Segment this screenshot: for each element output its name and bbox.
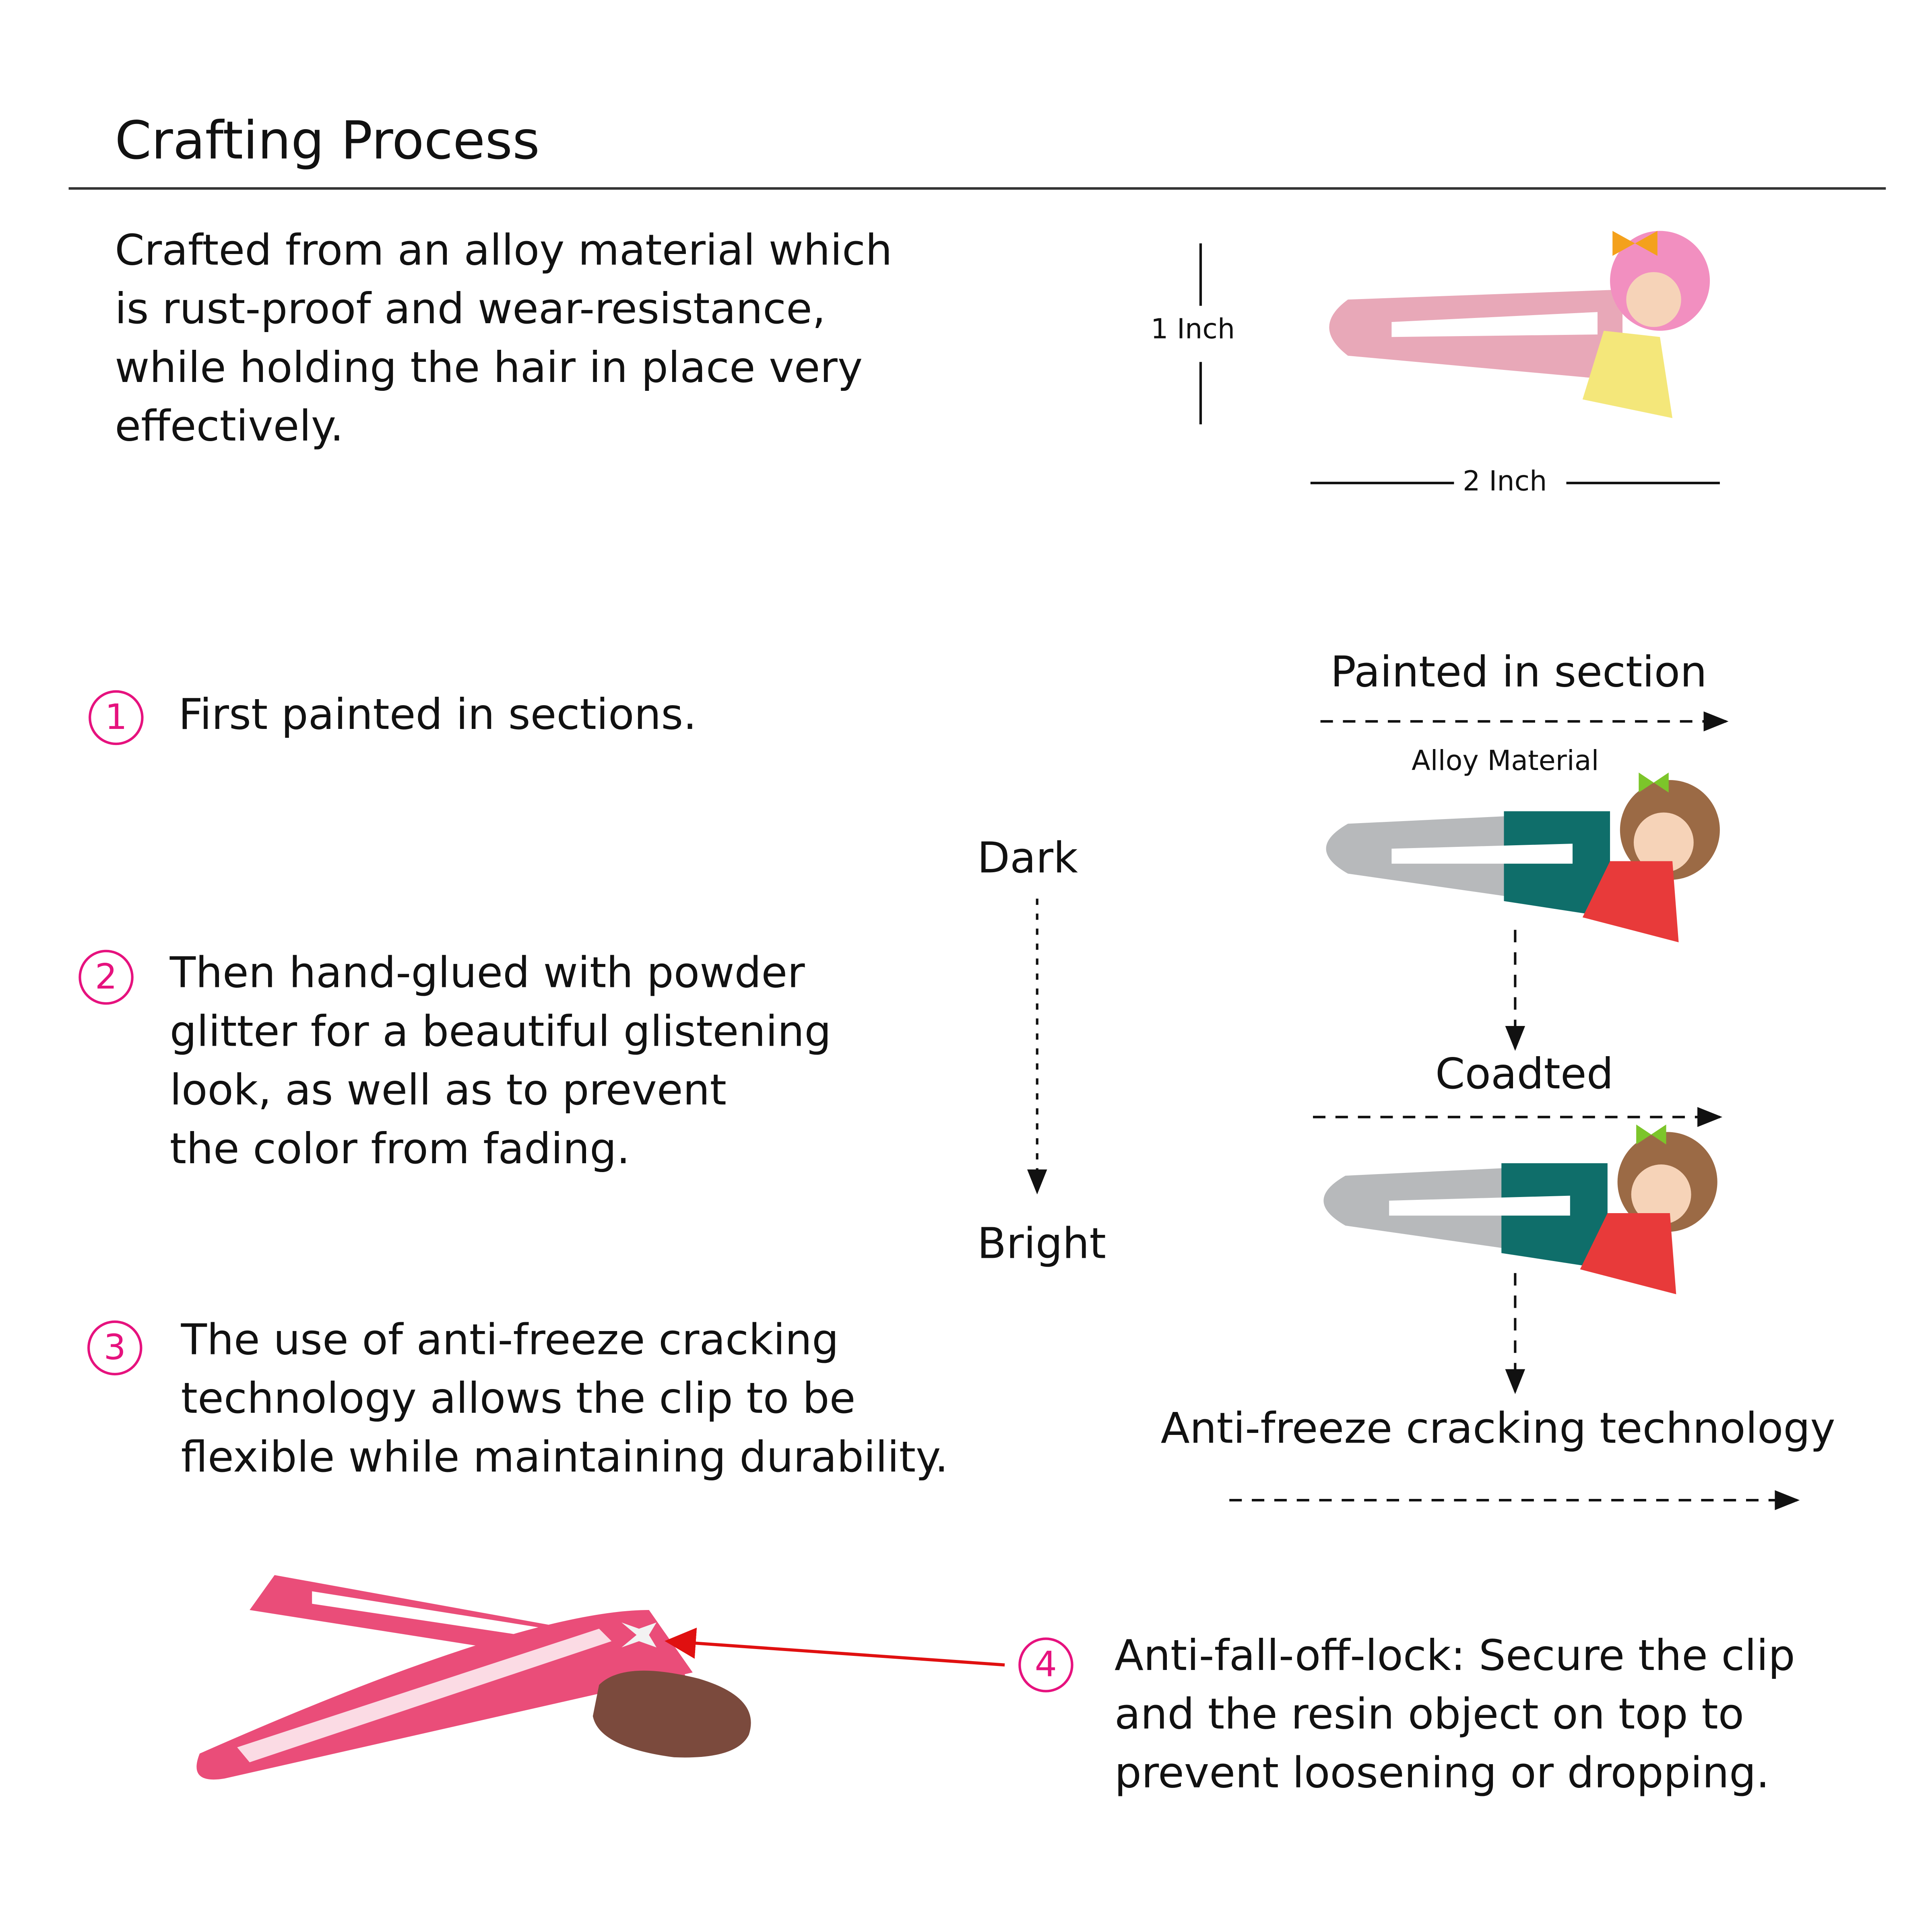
open-pink-clip-image [196, 1575, 751, 1780]
height-label: 1 Inch [1150, 314, 1235, 346]
step-line: The use of anti-freeze cracking [181, 1315, 839, 1366]
intro-line: while holding the hair in place very [115, 343, 863, 393]
teal-clip-image-2 [1323, 1124, 1717, 1294]
step-2-text: Then hand-glued with powder glitter for … [170, 945, 832, 1179]
dark-label: Dark [977, 834, 1078, 884]
step-line: glitter for a beautiful glistening [169, 1007, 832, 1057]
step-number-badge: 4 [1018, 1637, 1073, 1693]
step-line: flexible while maintaining durability. [181, 1432, 949, 1483]
step-number-badge: 3 [87, 1320, 142, 1376]
teal-clip-image-1 [1326, 772, 1720, 943]
step-line: Anti-fall-off-lock: Secure the clip [1115, 1631, 1795, 1681]
step-1-text: First painted in sections. [178, 686, 696, 745]
antifreeze-label: Anti-freeze cracking technology [1160, 1404, 1835, 1454]
title-divider [68, 187, 1886, 190]
intro-text: Crafted from an alloy material which is … [115, 222, 892, 457]
intro-line: effectively. [115, 402, 344, 452]
pink-hair-clip-image [1329, 231, 1710, 418]
step-line: prevent loosening or dropping. [1115, 1748, 1770, 1799]
dimension-lines [1199, 243, 1720, 485]
dashed-arrows [1027, 711, 1800, 1510]
step-line: and the resin object on top to [1115, 1690, 1744, 1740]
bright-label: Bright [977, 1219, 1106, 1269]
width-label: 2 Inch [1463, 466, 1547, 498]
step-line: the color from fading. [169, 1124, 630, 1174]
step-line: look, as well as to prevent [169, 1066, 727, 1116]
intro-line: Crafted from an alloy material which [115, 226, 892, 276]
step-line: Then hand-glued with powder [169, 948, 805, 999]
painted-label: Painted in section [1330, 648, 1707, 698]
pointer-arrow [665, 1627, 1005, 1667]
alloy-label: Alloy Material [1412, 746, 1599, 778]
step-line: technology allows the clip to be [181, 1374, 856, 1424]
step-line: First painted in sections. [178, 690, 697, 740]
intro-line: is rust-proof and wear-resistance, [115, 284, 826, 335]
coated-label: Coadted [1435, 1049, 1614, 1100]
step-4-text: Anti-fall-off-lock: Secure the clip and … [1115, 1627, 1795, 1803]
step-3-text: The use of anti-freeze cracking technolo… [181, 1312, 948, 1488]
step-number-badge: 2 [78, 949, 134, 1005]
step-number-badge: 1 [89, 690, 144, 745]
page-title: Crafting Process [115, 109, 540, 171]
